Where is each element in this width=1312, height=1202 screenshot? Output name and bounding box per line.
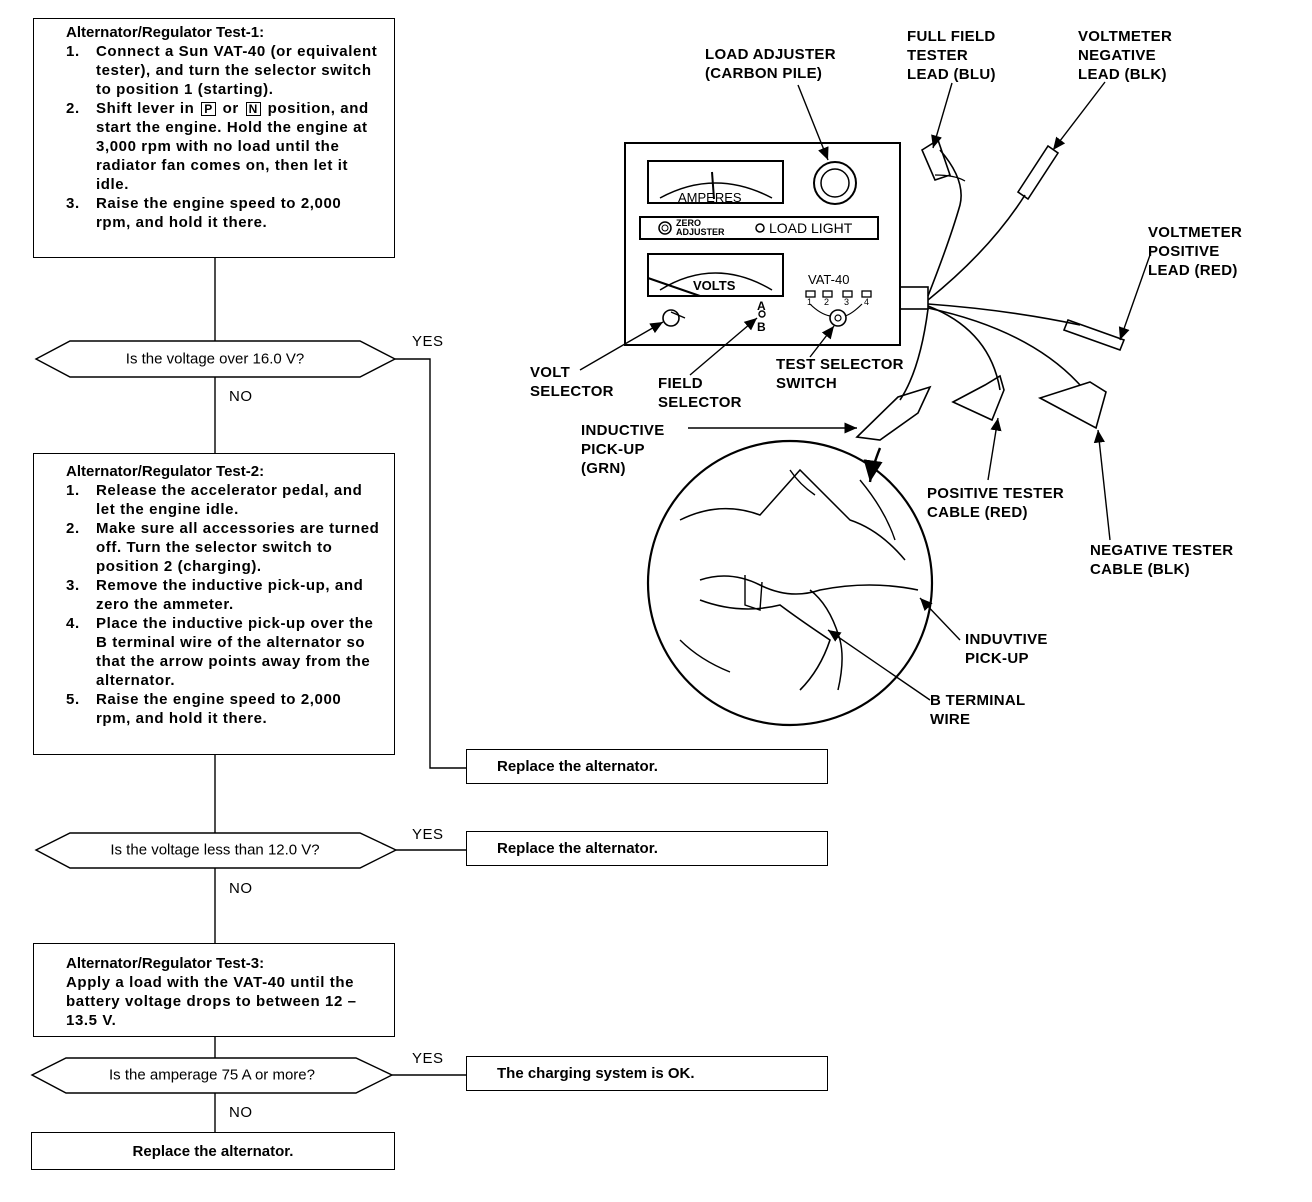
result-charging-ok: The charging system is OK. (466, 1056, 828, 1091)
decision3-yes-label: YES (412, 1050, 444, 1067)
position-2-label: 2 (824, 297, 830, 307)
shift-key-p: P (201, 102, 216, 116)
test2-title: Alternator/Regulator Test-2: (66, 463, 265, 480)
callout-load-adjuster: LOAD ADJUSTER (CARBON PILE) (705, 46, 836, 82)
callout-voltmeter-negative: VOLTMETER NEGATIVE LEAD (BLK) (1078, 28, 1173, 83)
test1-box: Alternator/Regulator Test-1: 1. Connect … (33, 18, 395, 258)
result-replace-alternator-1: Replace the alternator. (466, 749, 828, 784)
callout-positive-cable: POSITIVE TESTER CABLE (RED) (927, 485, 1065, 521)
decision2-no-label: NO (229, 880, 253, 897)
voltmeter-label: VOLTS (693, 278, 736, 293)
zero-label: ZERO (676, 218, 702, 228)
callout-inductive-pickup: INDUCTIVE PICK-UP (GRN) (581, 422, 665, 477)
decision-hexagon-1 (34, 340, 397, 378)
result-replace-alternator-3: Replace the alternator. (31, 1132, 395, 1170)
test2-step: 4. Place the inductive pick-up over the … (66, 615, 374, 689)
vat40-tester-illustration (624, 138, 1126, 727)
test2-step: 3. Remove the inductive pick-up, and zer… (66, 577, 364, 613)
test1-step: 1. Connect a Sun VAT-40 (or equivalent t… (66, 43, 378, 98)
load-light-label: LOAD LIGHT (769, 220, 853, 236)
ammeter-label: AMPERES (678, 190, 742, 205)
decision3-no-label: NO (229, 1104, 253, 1121)
field-b-label: B (757, 320, 766, 334)
test2-step: 5. Raise the engine speed to 2,000 rpm, … (66, 691, 342, 727)
decision1-yes-label: YES (412, 333, 444, 350)
decision2-question: Is the voltage less than 12.0 V? (110, 841, 320, 859)
decision1-no-label: NO (229, 388, 253, 405)
test1-step: 2. Shift lever in P or N position, and s… (66, 100, 369, 193)
callout-full-field: FULL FIELD TESTER LEAD (BLU) (907, 28, 996, 83)
position-4-label: 4 (864, 297, 870, 307)
decision-hexagon-3 (30, 1057, 394, 1094)
field-a-label: A (757, 299, 766, 313)
test3-box: Alternator/Regulator Test-3: Apply a loa… (33, 943, 395, 1037)
callout-field-selector: FIELD SELECTOR (658, 375, 742, 411)
position-3-label: 3 (844, 297, 850, 307)
decision2-yes-label: YES (412, 826, 444, 843)
shift-key-n: N (245, 102, 261, 116)
test2-step: 1. Release the accelerator pedal, and le… (66, 482, 363, 518)
test2-step: 2. Make sure all accessories are turned … (66, 520, 380, 575)
decision-hexagon-2 (34, 832, 398, 869)
callout-induvtive-pickup: INDUVTIVE PICK-UP (965, 631, 1048, 667)
callout-test-selector: TEST SELECTOR SWITCH (776, 356, 904, 392)
position-1-label: 1 (807, 297, 813, 307)
test3-text: Apply a load with the VAT-40 until the b… (66, 974, 357, 1029)
test1-step: 3. Raise the engine speed to 2,000 rpm, … (66, 195, 342, 231)
model-label: VAT-40 (808, 272, 850, 287)
callout-volt-selector: VOLT SELECTOR (530, 364, 614, 400)
test1-title: Alternator/Regulator Test-1: (66, 24, 265, 41)
callout-voltmeter-positive: VOLTMETER POSITIVE LEAD (RED) (1148, 224, 1243, 279)
test2-box: Alternator/Regulator Test-2: 1. Release … (33, 453, 395, 755)
result-replace-alternator-2: Replace the alternator. (466, 831, 828, 866)
callout-b-terminal: B TERMINAL WIRE (930, 692, 1026, 728)
test3-title: Alternator/Regulator Test-3: (66, 955, 265, 972)
decision3-question: Is the amperage 75 A or more? (109, 1066, 315, 1084)
adjuster-label: ADJUSTER (676, 227, 725, 237)
callout-negative-cable: NEGATIVE TESTER CABLE (BLK) (1090, 542, 1234, 578)
decision1-question: Is the voltage over 16.0 V? (125, 350, 305, 368)
